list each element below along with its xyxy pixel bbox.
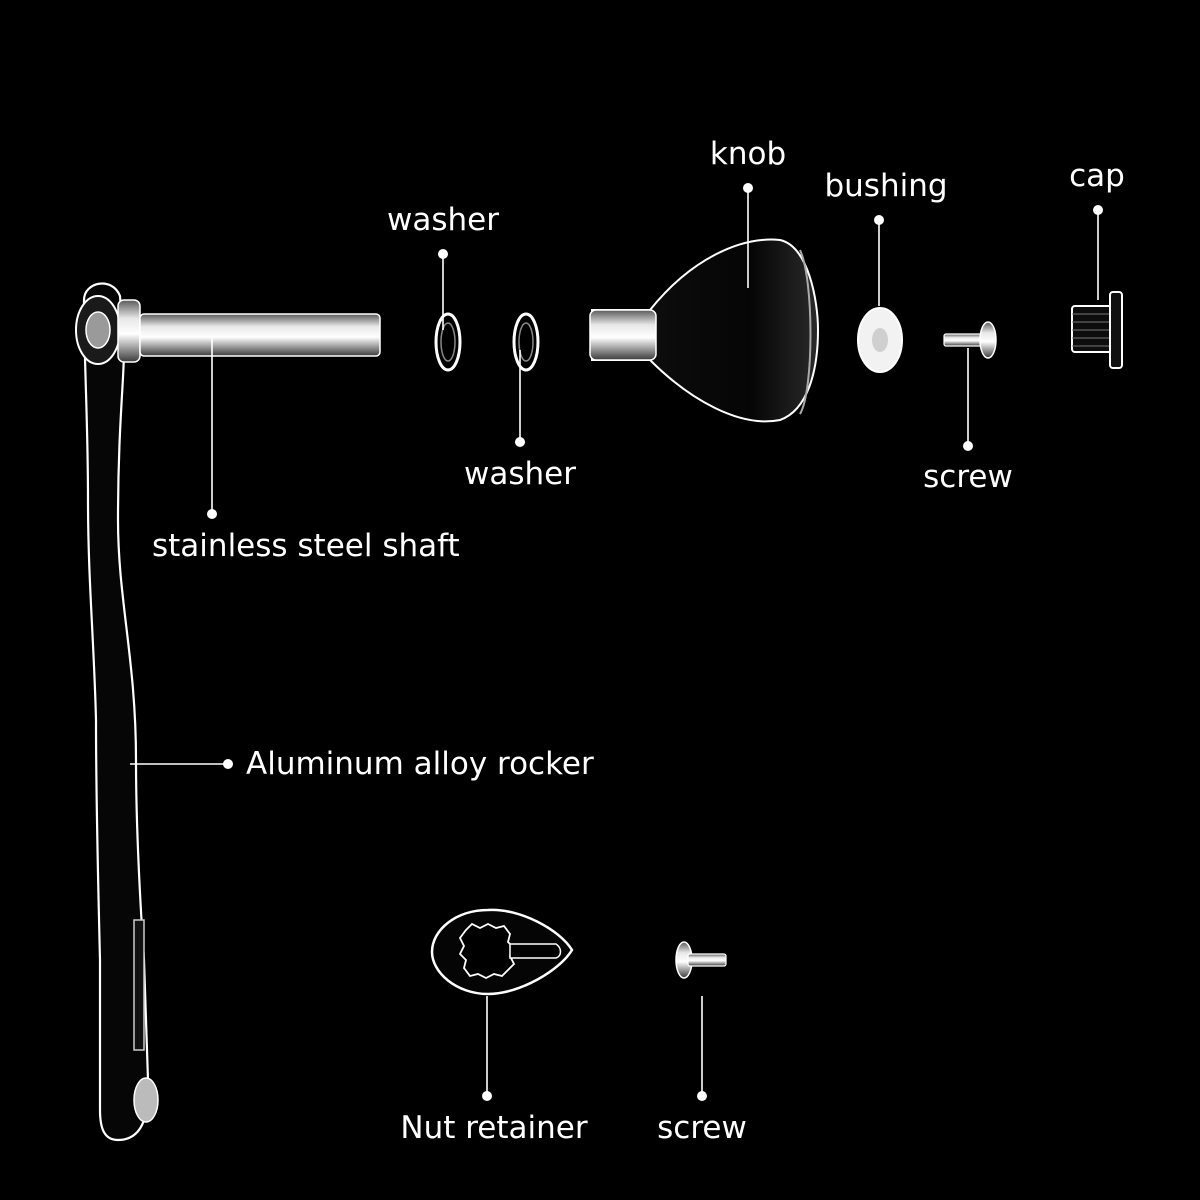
label-screw-bottom: screw bbox=[657, 1110, 747, 1146]
label-cap: cap bbox=[1069, 158, 1125, 194]
label-nut-retainer: Nut retainer bbox=[400, 1110, 587, 1146]
bushing bbox=[858, 308, 902, 372]
washer-bottom bbox=[514, 314, 538, 370]
label-washer-bottom: washer bbox=[464, 456, 576, 492]
label-knob: knob bbox=[710, 136, 786, 172]
washer-top bbox=[436, 314, 460, 370]
knob bbox=[590, 240, 818, 422]
label-screw-top: screw bbox=[923, 459, 1013, 495]
screw-bottom bbox=[676, 942, 726, 978]
cap bbox=[1072, 292, 1122, 368]
nut-retainer bbox=[432, 910, 572, 994]
aluminum-alloy-rocker bbox=[76, 284, 158, 1140]
label-stainless-steel-shaft: stainless steel shaft bbox=[152, 528, 460, 564]
label-bushing: bushing bbox=[824, 168, 947, 204]
screw-top bbox=[944, 322, 996, 358]
stainless-steel-shaft bbox=[118, 300, 380, 362]
label-washer-top: washer bbox=[387, 202, 499, 238]
label-aluminum-alloy-rocker: Aluminum alloy rocker bbox=[246, 746, 594, 782]
